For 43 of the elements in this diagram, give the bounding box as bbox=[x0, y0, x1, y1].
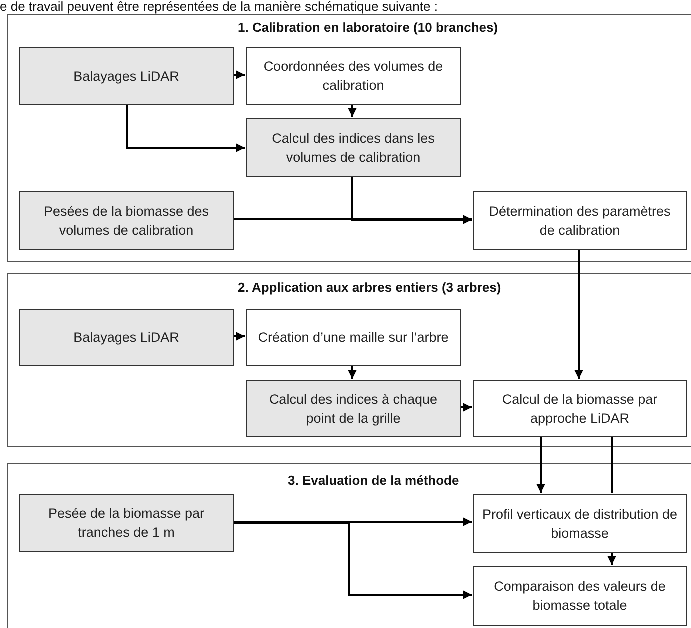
arrow bbox=[460, 403, 472, 412]
process-box bbox=[473, 191, 687, 250]
section-heading: 1. Calibration en laboratoire (10 branches) bbox=[238, 20, 498, 35]
box-text: Comparaison des valeurs de biomasse totale bbox=[493, 578, 667, 615]
arrow bbox=[351, 176, 472, 224]
process-box bbox=[246, 380, 461, 437]
section-panel bbox=[7, 273, 691, 447]
box-text: Pesée de la biomasse par tranches de 1 m bbox=[47, 505, 206, 542]
process-box bbox=[19, 309, 234, 366]
process-box bbox=[19, 494, 234, 552]
arrow bbox=[233, 70, 245, 80]
box-text: Profil verticaux de distribution de biomasse bbox=[481, 506, 679, 542]
arrow bbox=[348, 104, 357, 117]
process-box bbox=[246, 118, 461, 177]
arrow bbox=[536, 436, 546, 493]
box-text: Balayages LiDAR bbox=[72, 68, 180, 86]
arrow bbox=[574, 249, 584, 379]
section-heading: 3. Evaluation de la méthode bbox=[288, 473, 460, 488]
section-panel bbox=[7, 14, 691, 262]
box-text: Calcul de la biomasse par approche LiDAR bbox=[501, 390, 659, 428]
box-text: Calcul des indices dans les volumes de calibration bbox=[271, 130, 436, 166]
process-box bbox=[473, 494, 687, 553]
process-box bbox=[246, 309, 461, 366]
box-text: Coordonnées des volumes de calibration bbox=[262, 58, 444, 95]
arrow bbox=[126, 104, 245, 152]
section-heading: 2. Application aux arbres entiers (3 arbres) bbox=[238, 280, 502, 295]
intro-text: e de travail peuvent être représentées de la manière schématique suivante : bbox=[0, 0, 438, 14]
arrow bbox=[608, 552, 616, 565]
box-text: Balayages LiDAR bbox=[72, 329, 180, 347]
process-box bbox=[19, 47, 234, 105]
box-text: Création d’une maille sur l’arbre bbox=[257, 329, 450, 347]
arrow bbox=[348, 365, 357, 379]
box-text: Pesées de la biomasse des volumes de calibration bbox=[42, 202, 210, 240]
arrow bbox=[233, 518, 472, 526]
arrow bbox=[233, 332, 245, 341]
arrow bbox=[233, 522, 472, 600]
box-text: Détermination des paramètres de calibration bbox=[488, 202, 672, 240]
process-box bbox=[246, 47, 461, 105]
process-box bbox=[473, 566, 687, 626]
process-box bbox=[19, 191, 234, 250]
box-text: Calcul des indices à chaque point de la grille bbox=[268, 390, 439, 428]
process-box bbox=[473, 380, 687, 437]
section-panel bbox=[7, 463, 691, 628]
